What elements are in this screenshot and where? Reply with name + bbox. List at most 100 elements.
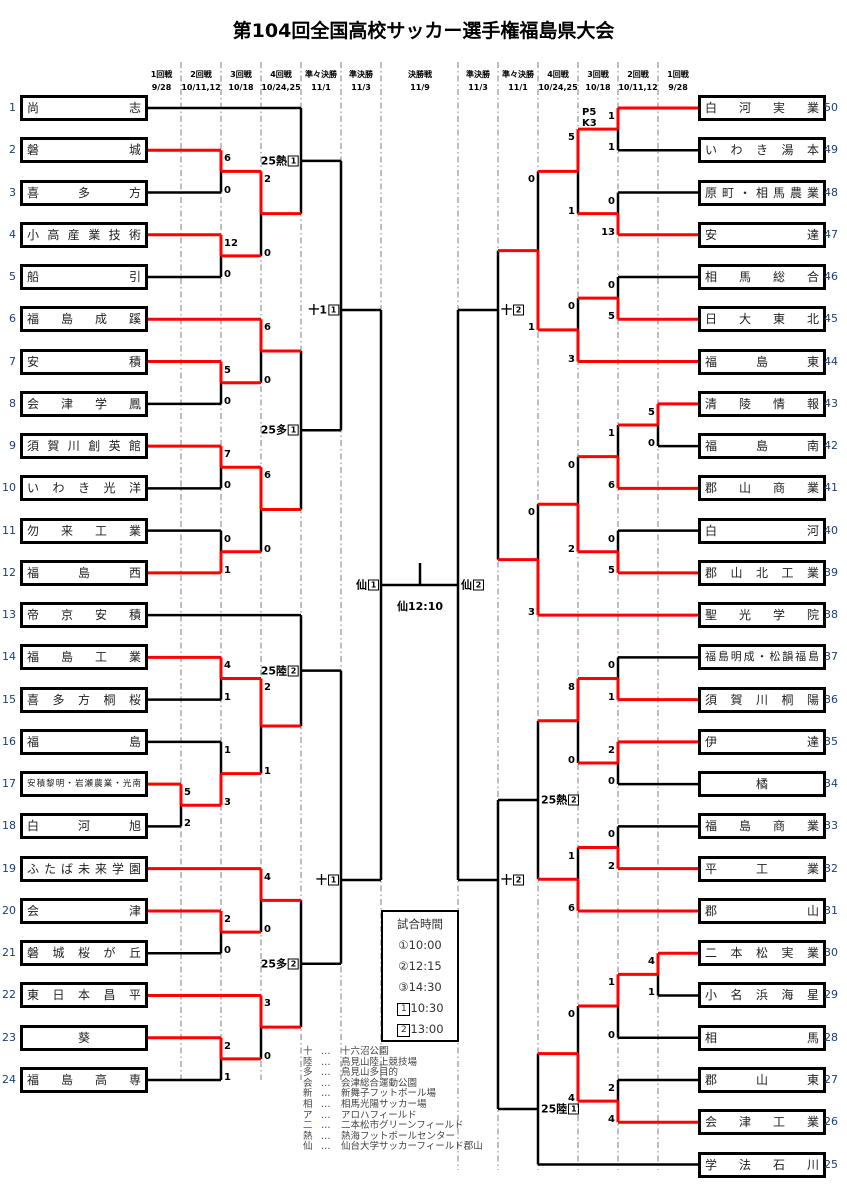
time-slot-time: 14:30 xyxy=(408,980,442,994)
team-number: 31 xyxy=(824,903,838,917)
team-box[interactable]: 会津 xyxy=(20,897,148,924)
team-box[interactable]: 東日本昌平 xyxy=(20,982,148,1009)
match-score: 0 xyxy=(608,533,615,545)
team-box[interactable]: いわき光洋 xyxy=(20,475,148,502)
match-score: 4 xyxy=(264,871,271,883)
team-box[interactable]: 福島商業 xyxy=(698,813,826,840)
venue-name: 十六沼公園 xyxy=(341,1046,389,1057)
team-box[interactable]: 学法石川 xyxy=(698,1151,826,1178)
leader-dots: … xyxy=(321,1109,331,1121)
venue-symbol: 陸 xyxy=(303,1056,313,1068)
team-box[interactable]: 福島南 xyxy=(698,433,826,460)
team-box[interactable]: 小高産業技術 xyxy=(20,221,148,248)
team-box[interactable]: 平工業 xyxy=(698,855,826,882)
schedule-row: ①10:00 xyxy=(383,935,457,956)
team-number: 34 xyxy=(824,777,838,791)
match-score: 2 xyxy=(264,174,271,186)
team-box[interactable]: 安達 xyxy=(698,221,826,248)
team-box[interactable]: 二本松実業 xyxy=(698,940,826,967)
time-slot-mark: ① xyxy=(398,938,409,952)
team-box[interactable]: 帝京安積 xyxy=(20,602,148,629)
team-box[interactable]: いわき湯本 xyxy=(698,137,826,164)
team-box[interactable]: 相馬総合 xyxy=(698,264,826,291)
match-score: 6 xyxy=(264,470,271,482)
team-box[interactable]: 小名浜海星 xyxy=(698,982,826,1009)
time-slot-box: 1 xyxy=(328,874,339,886)
team-box[interactable]: 須賀川桐陽 xyxy=(698,686,826,713)
team-box[interactable]: 原町・相馬農業 xyxy=(698,179,826,206)
team-box[interactable]: 福島西 xyxy=(20,559,148,586)
team-box[interactable]: 清陵情報 xyxy=(698,390,826,417)
match-score: 1 xyxy=(568,850,575,862)
round-date: 10/18 xyxy=(228,83,254,92)
team-box[interactable]: 白河 xyxy=(698,517,826,544)
venue-legend-item: 相…相馬光陽サッカー場 xyxy=(303,1099,483,1111)
match-score: 2 xyxy=(184,818,191,830)
round-name: 1回戦 xyxy=(667,70,689,79)
team-box[interactable]: 福島明成・松韻福島 xyxy=(698,644,826,671)
team-box[interactable]: 郡山商業 xyxy=(698,475,826,502)
round-date: 10/11,12 xyxy=(618,83,658,92)
team-box[interactable]: 白河旭 xyxy=(20,813,148,840)
team-number: 13 xyxy=(2,608,16,622)
team-box[interactable]: 橘 xyxy=(698,771,826,798)
time-slot-time: 10:00 xyxy=(408,938,442,952)
time-slot-mark: ③ xyxy=(398,980,409,994)
match-score: 1 xyxy=(608,977,615,989)
venue-legend-item: 熱…熱海フットボールセンター xyxy=(303,1131,483,1143)
team-box[interactable]: 会津工業 xyxy=(698,1109,826,1136)
team-box[interactable]: 福島 xyxy=(20,728,148,755)
team-box[interactable]: 福島成蹊 xyxy=(20,306,148,333)
team-box[interactable]: 葵 xyxy=(20,1024,148,1051)
round-name: 準決勝 xyxy=(466,70,490,79)
team-box[interactable]: 安積黎明・岩瀬農業・光南 xyxy=(20,771,148,798)
match-score: 0 xyxy=(608,1029,615,1041)
match-score: 6 xyxy=(264,322,271,334)
match-score: 0 xyxy=(264,247,271,259)
round-date: 9/28 xyxy=(668,83,688,92)
time-slot-box: 2 xyxy=(513,304,524,316)
venue-name: 二本松市グリーンフィールド xyxy=(341,1120,464,1132)
team-number: 49 xyxy=(824,143,838,157)
time-slot-box: 2 xyxy=(473,579,484,591)
match-score: 0 xyxy=(224,269,231,281)
team-number: 18 xyxy=(2,819,16,833)
team-box[interactable]: 郡山東 xyxy=(698,1066,826,1093)
team-box[interactable]: 喜多方桐桜 xyxy=(20,686,148,713)
venue-symbol: 二 xyxy=(303,1120,313,1132)
venue-legend-item: 会…会津総合運動公園 xyxy=(303,1078,483,1090)
team-box[interactable]: 福島工業 xyxy=(20,644,148,671)
team-box[interactable]: 日大東北 xyxy=(698,306,826,333)
team-box[interactable]: 勿来工業 xyxy=(20,517,148,544)
team-box[interactable]: 須賀川創英館 xyxy=(20,433,148,460)
team-box[interactable]: 磐城桜が丘 xyxy=(20,940,148,967)
team-box[interactable]: 郡山 xyxy=(698,897,826,924)
match-score: 0 xyxy=(224,533,231,545)
team-box[interactable]: 磐城 xyxy=(20,137,148,164)
team-box[interactable]: 福島高専 xyxy=(20,1066,148,1093)
team-box[interactable]: 白河実業 xyxy=(698,95,826,121)
team-box[interactable]: 郡山北工業 xyxy=(698,559,826,586)
team-box[interactable]: 喜多方 xyxy=(20,179,148,206)
team-box[interactable]: 安積 xyxy=(20,348,148,375)
team-box[interactable]: ふたば未来学園 xyxy=(20,855,148,882)
team-box[interactable]: 相馬 xyxy=(698,1024,826,1051)
match-score: 0 xyxy=(224,945,231,957)
team-box[interactable]: 伊達 xyxy=(698,728,826,755)
venue-legend-item: 陸…鳥見山陸上競技場 xyxy=(303,1056,483,1069)
team-box[interactable]: 会津学鳳 xyxy=(20,390,148,417)
team-number: 45 xyxy=(824,312,838,326)
round-date: 10/24,25 xyxy=(261,83,301,92)
team-box[interactable]: 福島東 xyxy=(698,348,826,375)
team-number: 28 xyxy=(824,1030,838,1044)
team-box[interactable]: 尚志 xyxy=(20,95,148,121)
team-number: 1 xyxy=(9,101,16,114)
venue-code: 25熱 xyxy=(260,154,287,168)
team-box[interactable]: 聖光学院 xyxy=(698,602,826,629)
team-box[interactable]: 船引 xyxy=(20,264,148,291)
